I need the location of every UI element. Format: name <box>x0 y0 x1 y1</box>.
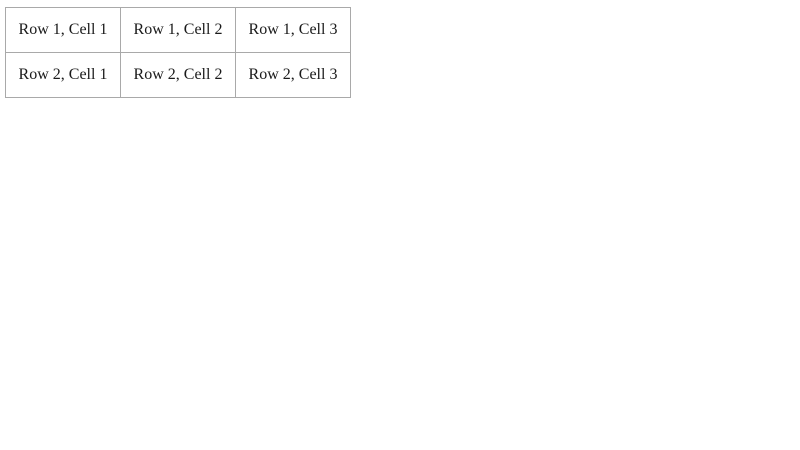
table-cell: Row 2, Cell 2 <box>120 52 236 98</box>
table-body: Row 1, Cell 1 Row 1, Cell 2 Row 1, Cell … <box>5 7 351 98</box>
table-row: Row 2, Cell 1 Row 2, Cell 2 Row 2, Cell … <box>5 52 351 98</box>
table-row: Row 1, Cell 1 Row 1, Cell 2 Row 1, Cell … <box>5 7 351 53</box>
table-cell: Row 2, Cell 3 <box>235 52 351 98</box>
table-cell: Row 1, Cell 1 <box>5 7 121 53</box>
table-cell: Row 2, Cell 1 <box>5 52 121 98</box>
table-cell: Row 1, Cell 3 <box>235 7 351 53</box>
data-table: Row 1, Cell 1 Row 1, Cell 2 Row 1, Cell … <box>5 7 351 98</box>
table-cell: Row 1, Cell 2 <box>120 7 236 53</box>
